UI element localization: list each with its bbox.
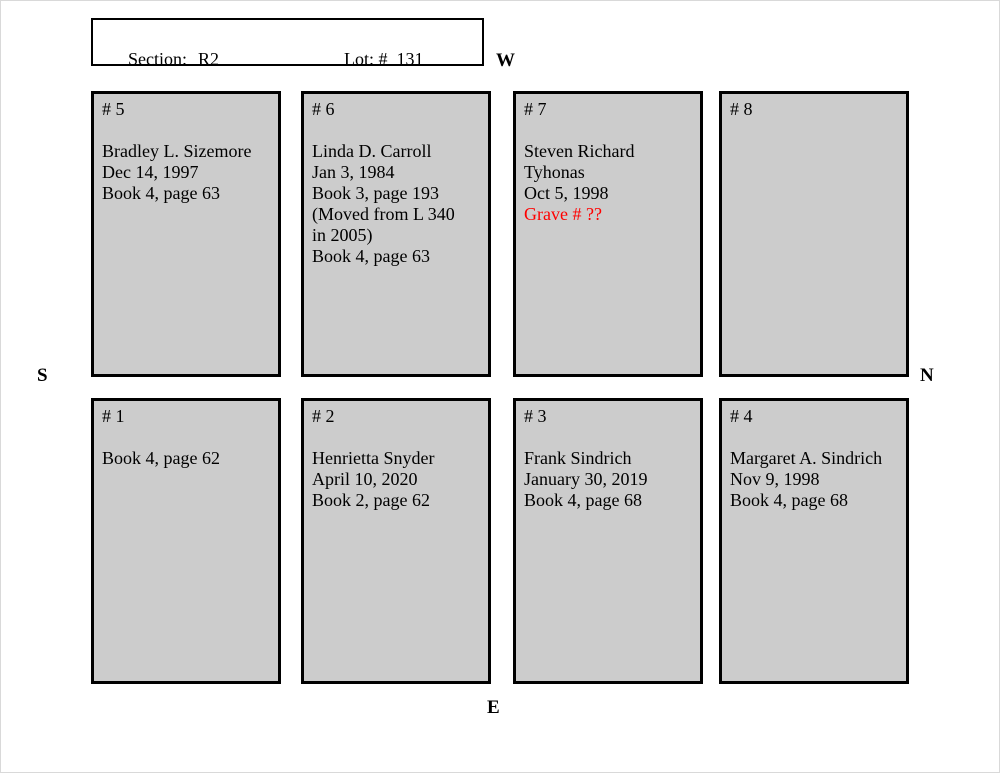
plot-number: # 1 <box>102 406 125 426</box>
plot-number: # 3 <box>524 406 547 426</box>
lot-field: Lot: # 131 <box>317 28 424 91</box>
plot-details: Linda D. Carroll Jan 3, 1984 Book 3, pag… <box>312 141 469 267</box>
compass-east-label: E <box>487 697 500 718</box>
section-value: R2 <box>198 49 220 69</box>
plot-detail-line: Linda D. Carroll <box>312 141 432 161</box>
plot-number: # 5 <box>102 99 125 119</box>
plot-number: # 6 <box>312 99 335 119</box>
plot-details: Henrietta Snyder April 10, 2020 Book 2, … <box>312 448 469 511</box>
plot-detail-line: Book 4, page 68 <box>730 490 848 510</box>
plot-detail-line: Margaret A. Sindrich <box>730 448 883 468</box>
plot-detail-line: Steven Richard Tyhonas <box>524 141 635 182</box>
plot-box-2: # 2 Henrietta Snyder April 10, 2020 Book… <box>301 398 491 684</box>
plot-detail-line: Book 3, page 193 <box>312 183 439 203</box>
section-label: Section: <box>128 49 187 69</box>
plot-number: # 8 <box>730 99 753 119</box>
plot-number: # 7 <box>524 99 547 119</box>
plot-number: # 4 <box>730 406 753 426</box>
lot-value: 131 <box>396 49 424 69</box>
plot-detail-line: Book 4, page 63 <box>102 183 220 203</box>
plot-box-4: # 4 Margaret A. Sindrich Nov 9, 1998 Boo… <box>719 398 909 684</box>
plot-detail-line: Frank Sindrich <box>524 448 632 468</box>
plot-box-8: # 8 <box>719 91 909 377</box>
plot-detail-line: April 10, 2020 <box>312 469 418 489</box>
plot-detail-line: (Moved from L 340 in 2005) <box>312 204 455 245</box>
compass-south-label: S <box>37 365 48 386</box>
plot-detail-line: Nov 9, 1998 <box>730 469 820 489</box>
plot-details: Book 4, page 62 <box>102 448 259 469</box>
plot-details: Bradley L. Sizemore Dec 14, 1997 Book 4,… <box>102 141 259 204</box>
plot-box-1: # 1 Book 4, page 62 <box>91 398 281 684</box>
plot-detail-line: Book 2, page 62 <box>312 490 430 510</box>
plot-box-7: # 7 Steven Richard Tyhonas Oct 5, 1998 G… <box>513 91 703 377</box>
grave-number-unknown-note: Grave # ?? <box>524 204 602 224</box>
plot-box-5: # 5 Bradley L. Sizemore Dec 14, 1997 Boo… <box>91 91 281 377</box>
section-lot-header: Section: R2 Lot: # 131 <box>91 18 484 69</box>
plot-box-3: # 3 Frank Sindrich January 30, 2019 Book… <box>513 398 703 684</box>
plot-detail-line: Book 4, page 62 <box>102 448 220 468</box>
plot-detail-line: Bradley L. Sizemore <box>102 141 252 161</box>
plot-details: Margaret A. Sindrich Nov 9, 1998 Book 4,… <box>730 448 887 511</box>
plot-box-6: # 6 Linda D. Carroll Jan 3, 1984 Book 3,… <box>301 91 491 377</box>
lot-label: Lot: # <box>344 49 388 69</box>
plot-detail-line: January 30, 2019 <box>524 469 648 489</box>
compass-west-label: W <box>496 50 515 71</box>
plot-details: Steven Richard Tyhonas Oct 5, 1998 Grave… <box>524 141 681 225</box>
compass-north-label: N <box>920 365 934 386</box>
section-field: Section: R2 <box>101 28 219 91</box>
plot-detail-line: Book 4, page 63 <box>312 246 430 266</box>
plot-detail-line: Henrietta Snyder <box>312 448 435 468</box>
plot-detail-line: Book 4, page 68 <box>524 490 642 510</box>
plot-number: # 2 <box>312 406 335 426</box>
plot-detail-line: Jan 3, 1984 <box>312 162 395 182</box>
plot-detail-line: Dec 14, 1997 <box>102 162 199 182</box>
plot-details: Frank Sindrich January 30, 2019 Book 4, … <box>524 448 681 511</box>
plot-detail-line: Oct 5, 1998 <box>524 183 609 203</box>
